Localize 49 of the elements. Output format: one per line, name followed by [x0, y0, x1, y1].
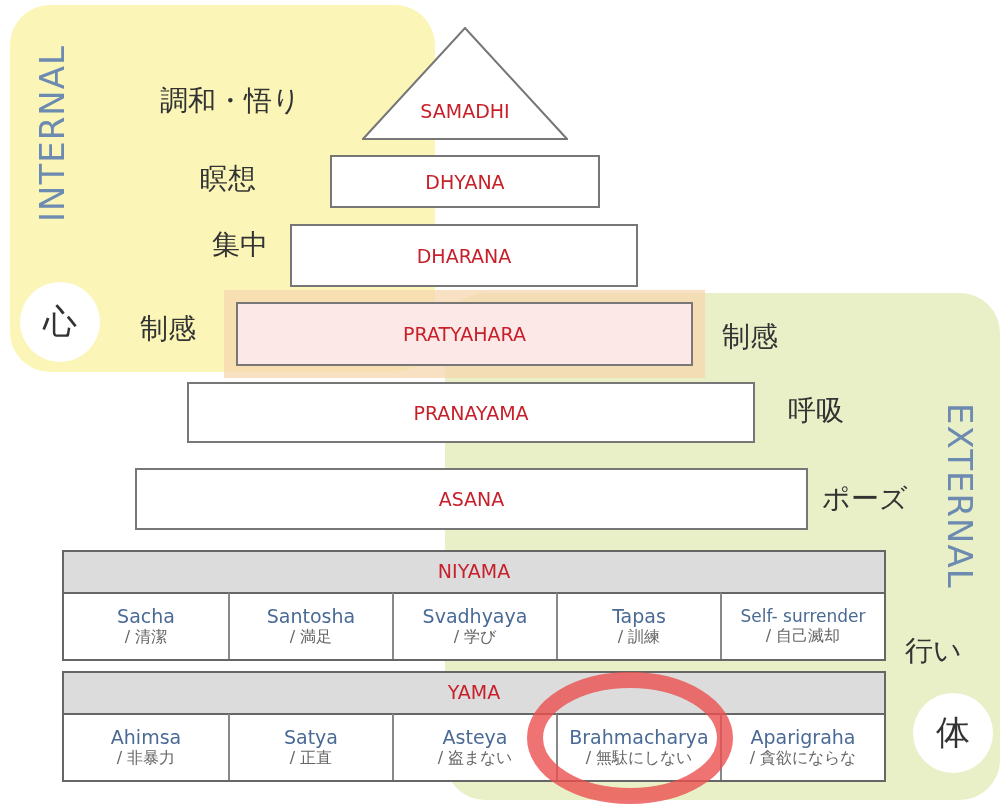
table-header: NIYAMA [436, 560, 512, 582]
level-name: SAMADHI [419, 100, 511, 122]
table-cell [556, 713, 720, 780]
table-frame [62, 550, 886, 661]
term-translation: / 非暴力 [116, 748, 176, 769]
term-name: Self- surrender [740, 606, 866, 626]
table-cell [64, 592, 228, 659]
term-translation: / 盗まない [437, 748, 513, 769]
level-caption: 瞑想 [200, 161, 256, 197]
term-translation: / 訓練 [617, 627, 661, 648]
level-caption: 行い [905, 633, 962, 669]
table-frame [62, 671, 886, 782]
table-cell [228, 713, 392, 780]
term-translation: / 清潔 [124, 627, 168, 648]
level-caption: 集中 [212, 227, 268, 263]
term-translation: / 学び [453, 627, 497, 648]
term-name: Tapas [612, 605, 666, 627]
level-caption: ポーズ [822, 481, 908, 517]
term-name: Sacha [117, 605, 175, 627]
term-name: Ahimsa [110, 726, 182, 748]
level-caption: 制感 [722, 319, 778, 355]
pyramid-level-box: DHARANA [290, 224, 638, 287]
pyramid-level-box: DHYANA [330, 155, 600, 208]
region-label: EXTERNAL [940, 403, 980, 589]
level-caption: 調和・悟り [160, 83, 301, 119]
term-name: Asteya [442, 726, 508, 748]
term-translation: / 自己滅却 [765, 626, 841, 647]
term-name: Santosha [266, 605, 356, 627]
term-name: Aparigraha [750, 726, 856, 748]
term-name: Svadhyaya [422, 605, 528, 627]
level-caption: 制感 [140, 311, 196, 347]
table-header: YAMA [446, 681, 502, 703]
table-cell [392, 592, 556, 659]
term-translation: / 満足 [289, 627, 333, 648]
level-caption: 呼吸 [788, 393, 844, 429]
table-cell [228, 592, 392, 659]
pyramid-level-box: ASANA [135, 468, 808, 530]
term-translation: / 無駄にしない [585, 748, 693, 769]
pyramid-level-box: PRANAYAMA [187, 382, 755, 443]
table-cell [392, 713, 556, 780]
term-name: Brahmacharya [569, 726, 709, 748]
table-cell [720, 592, 884, 659]
term-translation: / 正直 [289, 748, 333, 769]
table-cell [720, 713, 884, 780]
term-translation: / 貪欲にならな [749, 748, 857, 769]
region-label: INTERNAL [32, 45, 72, 222]
table-cell [556, 592, 720, 659]
table-cell [64, 713, 228, 780]
term-name: Satya [283, 726, 338, 748]
